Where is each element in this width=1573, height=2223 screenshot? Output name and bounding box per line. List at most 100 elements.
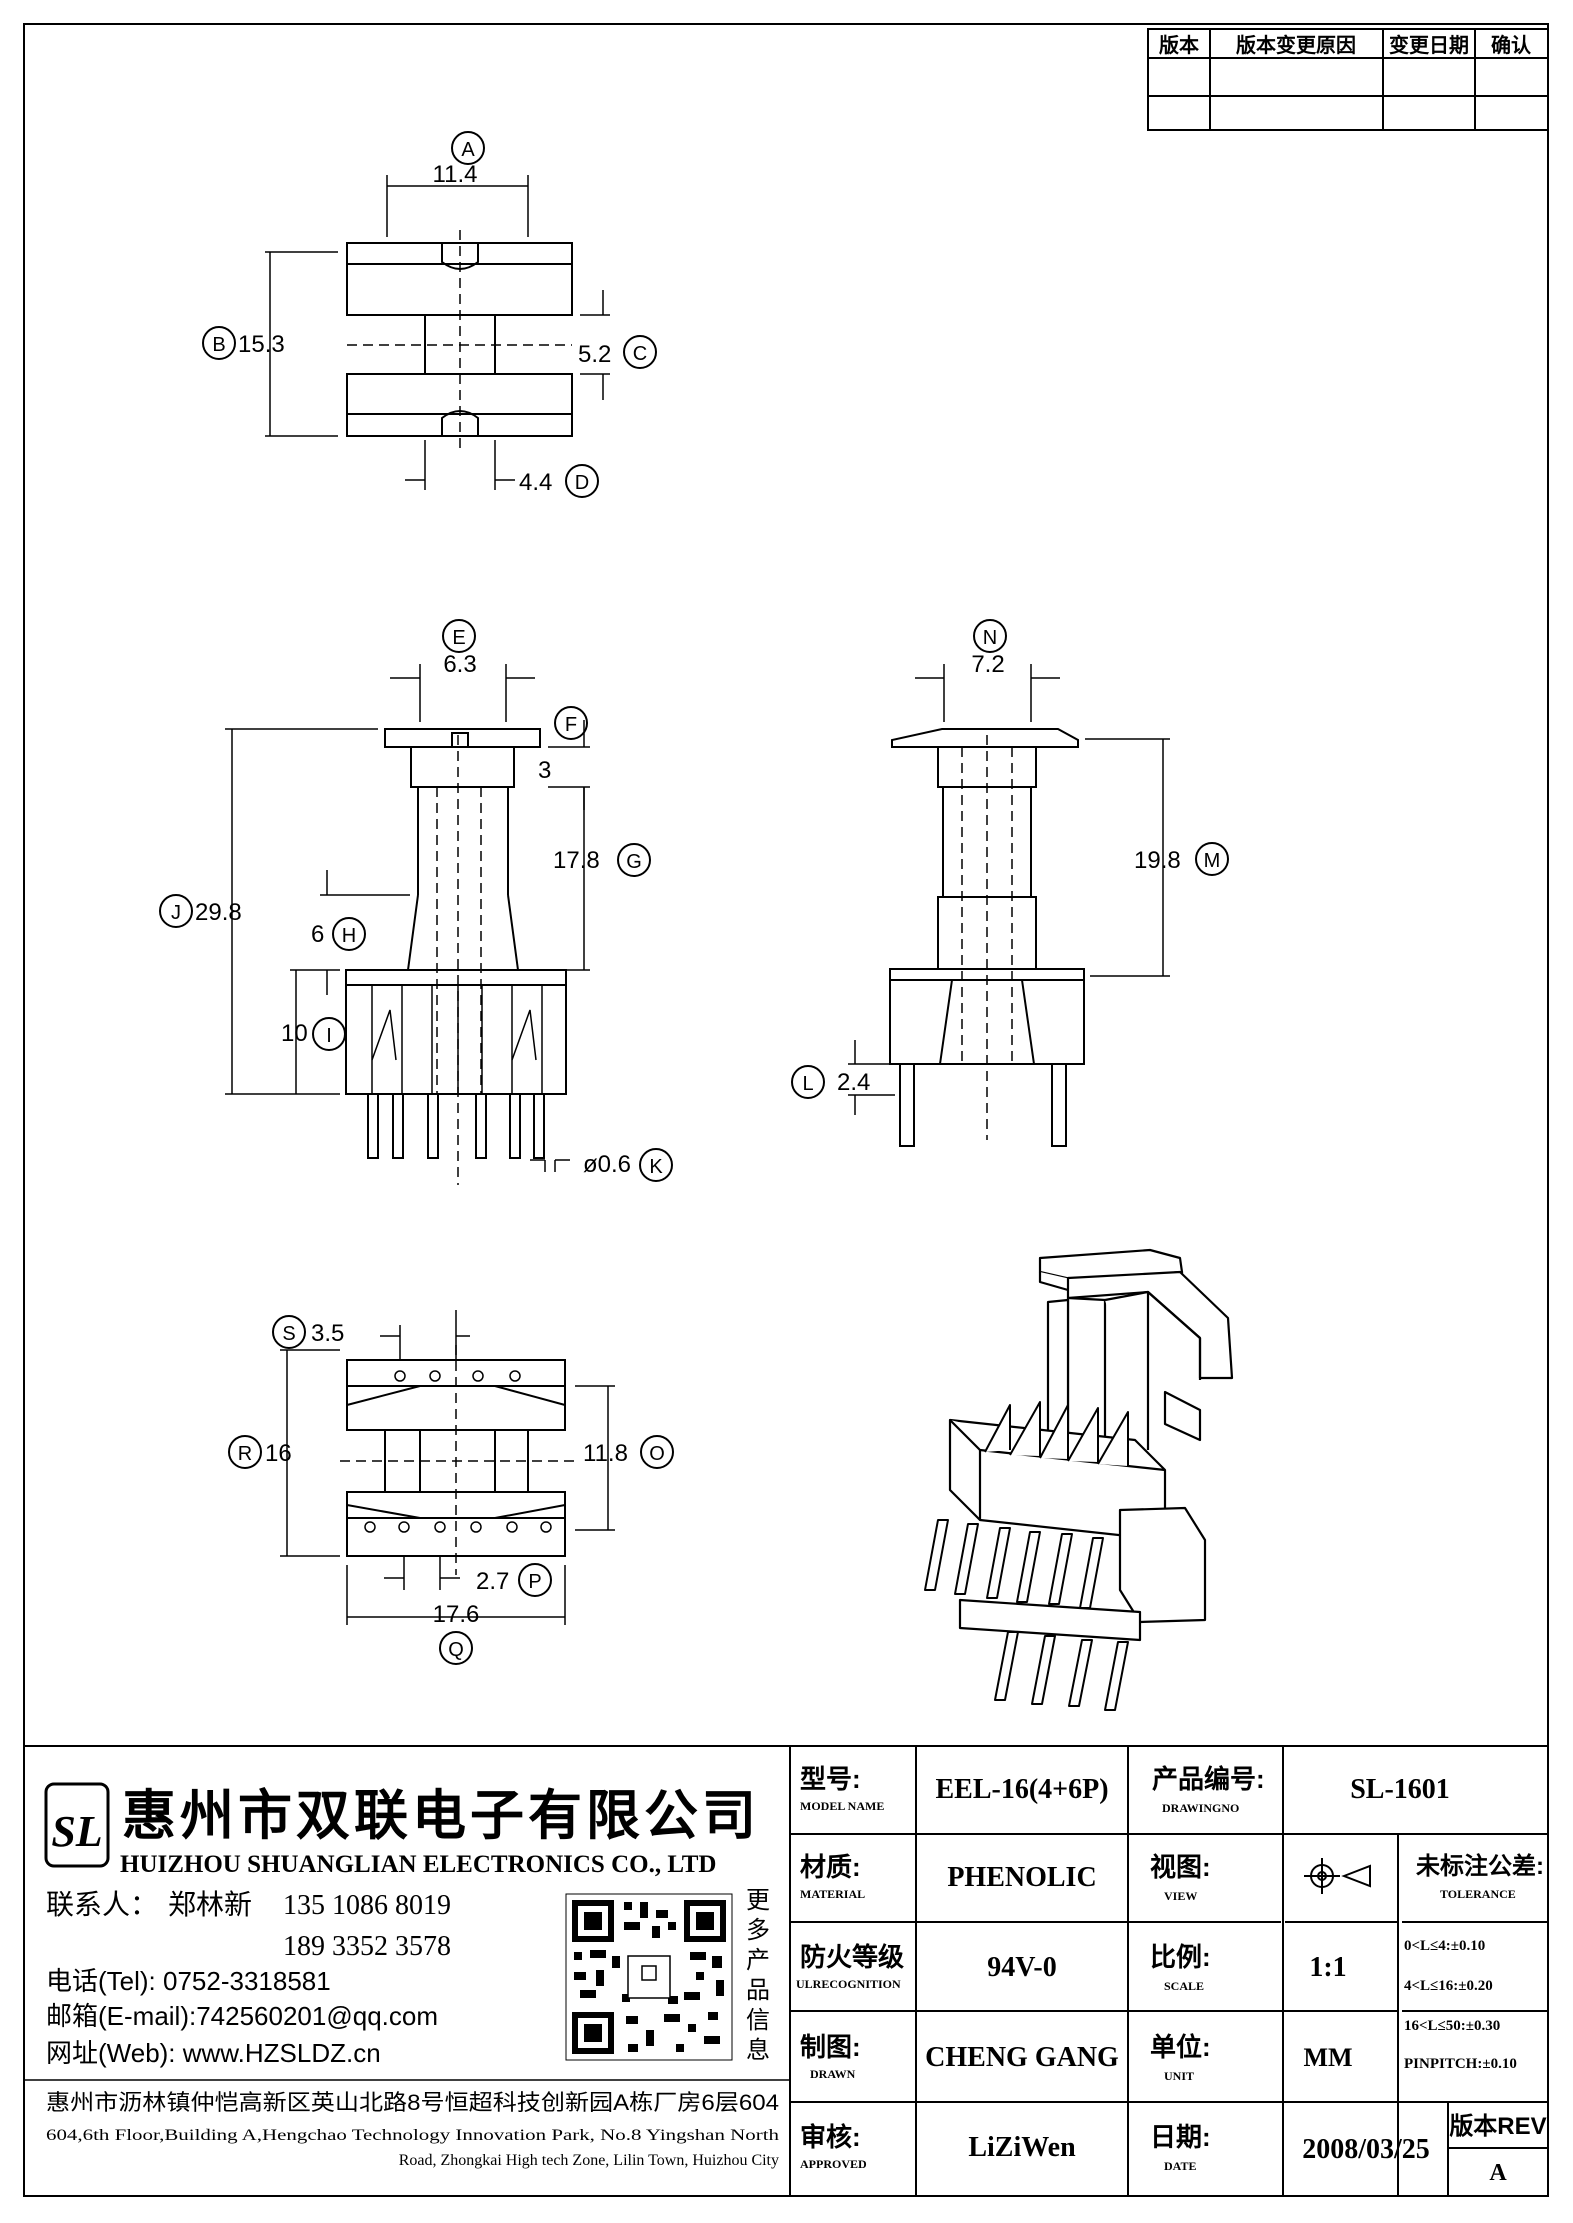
callout-i [312,1017,346,1051]
tolerance-1: 4<L≤16:±0.20 [1404,1978,1493,1994]
address-en-1: 604,6th Floor,Building A,Hengchao Techno… [46,2127,779,2144]
tolerance-label-en: TOLERANCE [1440,1887,1516,1901]
dim-h: 6 [311,921,324,948]
callout-r-letter: R [238,1443,252,1465]
tel-line: 电话(Tel): 0752-3318581 [46,1966,331,1996]
qr-caption-5: 息 [746,2037,770,2064]
view-label-cn: 视图: [1150,1852,1211,1882]
qr-caption-4: 信 [746,2007,770,2034]
dim-r: 16 [265,1440,292,1467]
callout-e-letter: E [452,627,465,649]
drawingno-value: SL-1601 [1350,1774,1450,1805]
contact-name: 郑林新 [168,1889,252,1920]
first-angle-projection-icon [1304,1858,1371,1894]
web-line: 网址(Web): www.HZSLDZ.cn [46,2038,381,2068]
callout-l-letter: L [802,1073,813,1095]
logo-text: SL [51,1807,102,1856]
material-label-cn: 材质: [800,1852,861,1882]
approved-label-en: APPROVED [800,2157,867,2171]
callout-s-letter: S [282,1323,295,1345]
unit-value: MM [1303,2043,1352,2072]
date-label-cn: 日期: [1150,2122,1211,2152]
dim-m: 19.8 [1134,847,1181,874]
callout-i-letter: I [326,1025,332,1047]
qr-code [565,1893,733,2061]
dim-c: 5.2 [578,341,611,368]
tolerance-0: 0<L≤4:±0.10 [1404,1938,1485,1954]
top-view-dims [265,175,610,490]
date-label-en: DATE [1164,2159,1196,2173]
callout-g [617,843,651,877]
tolerance-3: PINPITCH:±0.10 [1404,2056,1517,2072]
callout-m-letter: M [1204,850,1221,872]
rev-label: 版本REV [1449,2113,1546,2140]
dim-l: 2.4 [837,1069,870,1096]
callout-r [228,1435,262,1469]
dim-p: 2.7 [476,1568,509,1595]
callout-l [791,1065,825,1099]
front-view [345,728,567,1185]
callout-k-letter: K [649,1156,663,1178]
callout-m [1195,842,1229,876]
scale-label-en: SCALE [1164,1979,1204,1993]
callout-d [565,464,599,498]
callout-s [272,1315,306,1349]
qr-caption-2: 产 [746,1947,770,1974]
scale-value: 1:1 [1309,1952,1346,1983]
date-value: 2008/03/25 [1302,2134,1430,2165]
callout-j-letter: J [171,902,181,924]
callout-o [640,1435,674,1469]
drawingno-label-en: DRAWINGNO [1162,1801,1239,1815]
drawn-value: CHENG GANG [925,2042,1119,2073]
phone-2: 189 3352 3578 [283,1931,451,1962]
callout-p-letter: P [528,1571,541,1593]
company-logo: SL [44,1782,110,1868]
callout-f-letter: F [565,714,577,736]
callout-b-letter: B [212,334,225,356]
dim-a: 11.4 [433,161,478,188]
callout-k [639,1148,673,1182]
callout-h-letter: H [342,925,356,947]
callout-a [451,131,485,165]
callout-j [159,894,193,928]
dim-f: 3 [538,757,551,784]
dim-d: 4.4 [519,469,552,496]
callout-a-letter: A [461,139,475,161]
unit-label-en: UNIT [1164,2069,1194,2083]
approved-label-cn: 审核: [800,2122,861,2152]
side-view [889,728,1085,1147]
qr-caption-0: 更 [746,1887,770,1914]
address-cn: 惠州市沥林镇仲恺高新区英山北路8号恒超科技创新园A栋厂房6层604 [46,2090,779,2115]
material-label-en: MATERIAL [800,1887,865,1901]
drawn-label-en: DRAWN [810,2067,856,2081]
approved-value: LiZiWen [968,2132,1076,2163]
model-label-cn: 型号: [800,1764,861,1794]
callout-o-letter: O [649,1443,665,1465]
company-name-en: HUIZHOU SHUANGLIAN ELECTRONICS CO., LTD [120,1851,716,1878]
callout-e [442,619,476,653]
revision-table [1147,28,1549,131]
bottom-view [340,1345,575,1575]
unit-label-cn: 单位: [1150,2032,1211,2062]
ul-value: 94V-0 [987,1952,1056,1983]
dim-i: 10 [281,1020,308,1047]
callout-h [332,917,366,951]
drawingno-label-cn: 产品编号: [1152,1764,1265,1794]
rev-header-reason: 版本变更原因 [1236,33,1356,57]
view-label-en: VIEW [1164,1889,1197,1903]
dim-b: 15.3 [238,331,285,358]
dim-j: 29.8 [195,899,242,926]
dim-s: 3.5 [311,1320,344,1347]
company-name-cn: 惠州市双联电子有限公司 [122,1786,760,1846]
dim-o: 11.8 [583,1440,628,1467]
qr-caption-1: 多 [746,1917,770,1944]
dim-g: 17.8 [553,847,600,874]
bottom-view-dims [280,1310,615,1625]
callout-g-letter: G [626,851,642,873]
callout-f [554,706,588,740]
model-label-en: MODEL NAME [800,1799,884,1813]
scale-label-cn: 比例: [1150,1942,1211,1972]
callout-q-letter: Q [448,1639,464,1661]
ul-label-en: ULRECOGNITION [796,1977,901,1991]
